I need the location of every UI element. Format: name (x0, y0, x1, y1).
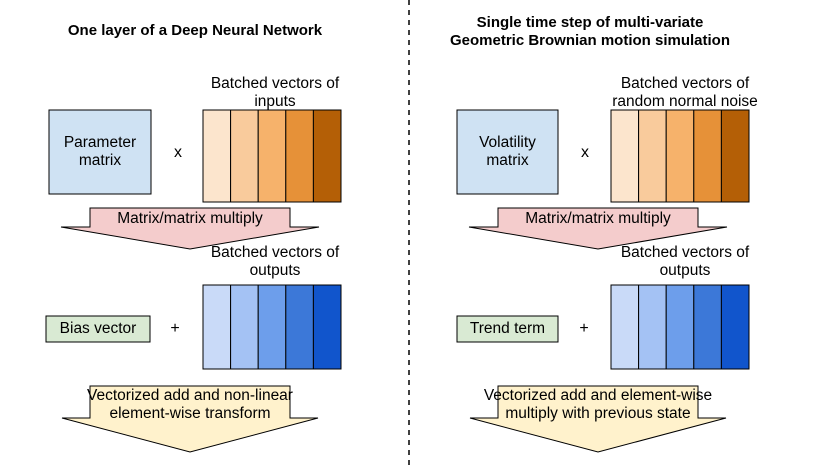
left-parameter-matrix-label: Parameter matrix (63, 134, 137, 169)
right-input-caption-line2: random normal noise (612, 93, 758, 110)
right-final-arrow (469, 385, 727, 453)
left-input-vector-cell-1 (202, 109, 232, 203)
right-multiply-arrow (468, 207, 728, 250)
left-output-vector-cell-1 (202, 284, 232, 370)
left-title: One layer of a Deep Neural Network (67, 22, 323, 39)
left-input-caption-line1: Batched vectors of (210, 75, 340, 92)
right-volatility-matrix-box (456, 109, 559, 195)
right-output-caption-line1: Batched vectors of (620, 244, 750, 261)
left-plus-symbol: + (170, 320, 180, 337)
left-input-caption-line2: inputs (254, 93, 296, 110)
left-input-vector-cell-2 (230, 109, 259, 203)
left-output-vector-cell-2 (230, 284, 259, 370)
right-output-caption-line2: outputs (659, 262, 711, 279)
left-output-caption-line1: Batched vectors of (210, 244, 340, 261)
left-final-label-line1: Vectorized add and non-linear (87, 387, 293, 404)
left-output-vector-cell-5 (312, 284, 342, 370)
left-parameter-matrix-box (48, 109, 152, 195)
left-times-symbol: x (174, 144, 182, 161)
right-noise-vector-cell-5 (720, 109, 750, 203)
left-input-vector-cell-4 (285, 109, 314, 203)
right-noise-vectors (610, 109, 750, 203)
right-input-caption-line1: Batched vectors of (620, 75, 750, 92)
left-output-caption-line2: outputs (249, 262, 301, 279)
left-final-label-line2: element-wise transform (109, 405, 271, 422)
right-output-vectors (610, 284, 750, 370)
right-final-label-line2: multiply with previous state (505, 405, 691, 422)
right-trend-term-label: Trend term (469, 320, 546, 337)
right-output-vector-cell-1 (610, 284, 640, 370)
right-noise-vector-cell-3 (665, 109, 695, 203)
right-trend-term-box (456, 315, 559, 343)
right-output-vector-cell-5 (720, 284, 750, 370)
right-noise-vector-cell-4 (693, 109, 722, 203)
right-output-vector-cell-3 (665, 284, 695, 370)
right-final-label-line1: Vectorized add and element-wise (483, 387, 713, 404)
left-final-arrow (61, 385, 319, 453)
left-input-vector-cell-3 (257, 109, 287, 203)
right-multiply-label: Matrix/matrix multiply (525, 210, 671, 227)
left-output-vectors (202, 284, 342, 370)
right-title-line1: Single time step of multi-variate (476, 14, 704, 31)
left-bias-vector-box (45, 315, 151, 343)
left-input-vector-cell-5 (312, 109, 342, 203)
right-noise-vector-cell-1 (610, 109, 640, 203)
right-output-vector-cell-2 (638, 284, 667, 370)
right-times-symbol: x (581, 144, 589, 161)
right-volatility-matrix-label: Volatility matrix (479, 134, 536, 169)
left-multiply-arrow (60, 207, 320, 250)
left-output-vector-cell-3 (257, 284, 287, 370)
right-title-line2: Geometric Brownian motion simulation (449, 32, 731, 49)
left-output-vector-cell-4 (285, 284, 314, 370)
left-input-vectors (202, 109, 342, 203)
right-noise-vector-cell-2 (638, 109, 667, 203)
left-multiply-label: Matrix/matrix multiply (117, 210, 263, 227)
left-bias-vector-label: Bias vector (59, 320, 137, 337)
right-plus-symbol: + (579, 320, 589, 337)
right-output-vector-cell-4 (693, 284, 722, 370)
